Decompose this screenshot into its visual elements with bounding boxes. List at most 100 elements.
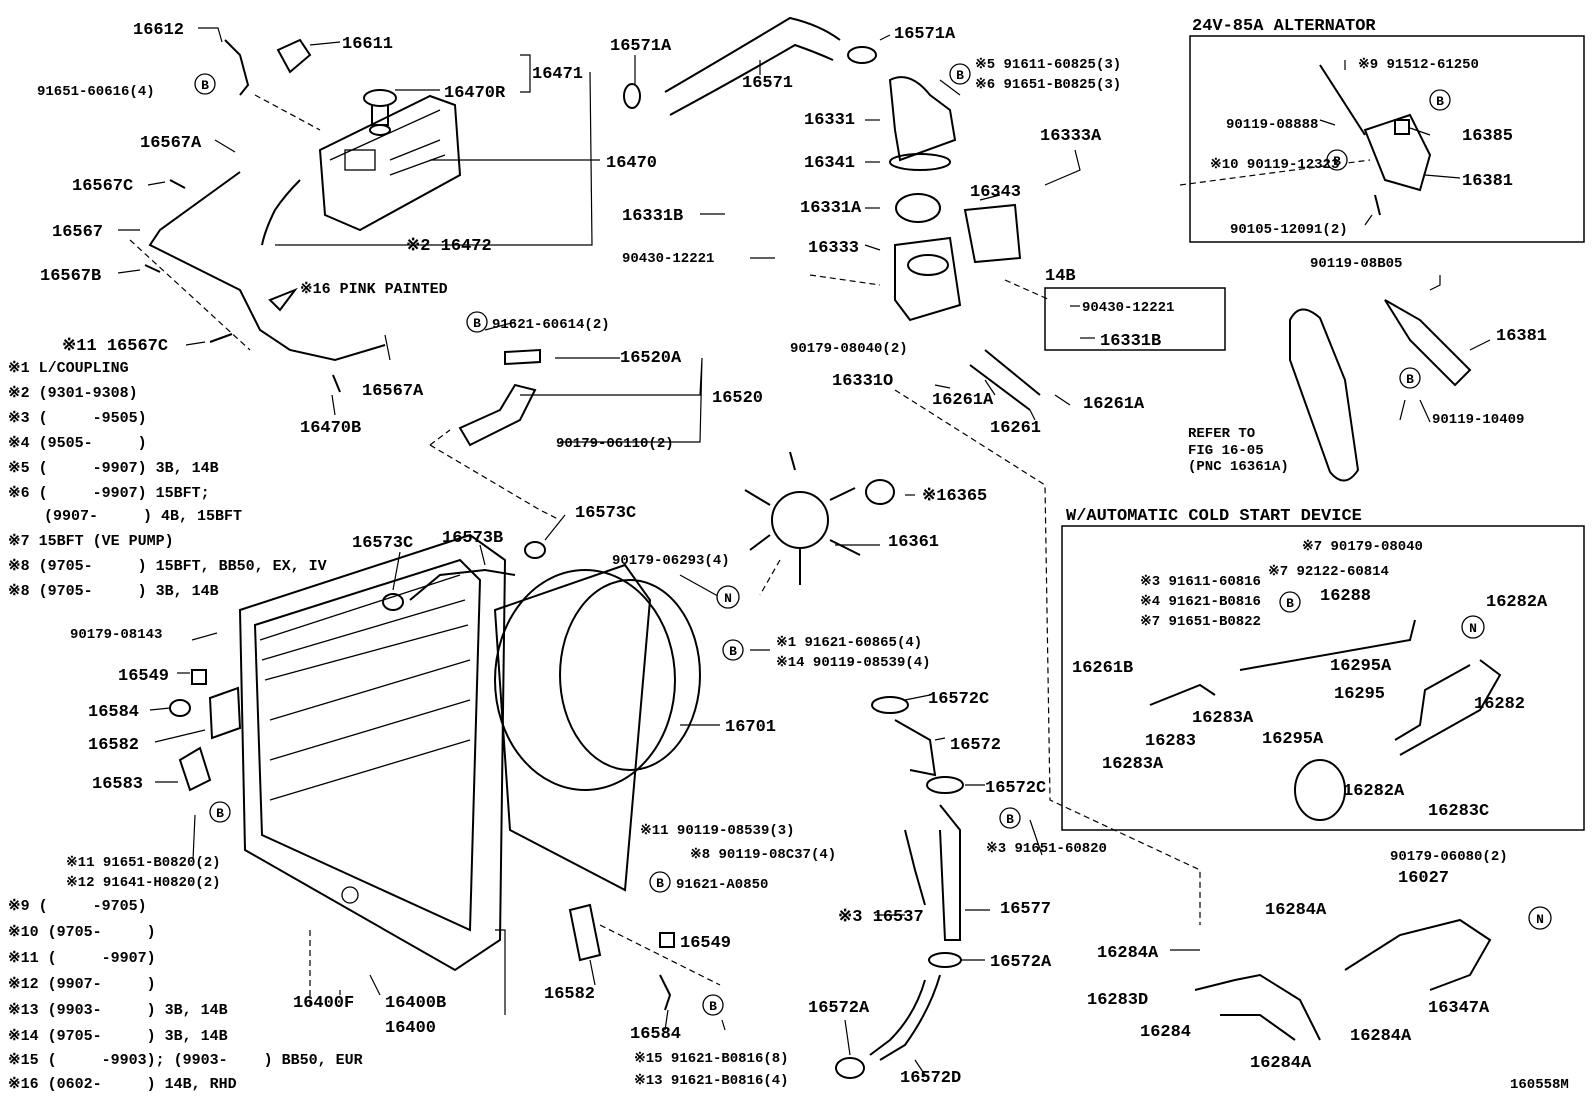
part-label: 16347A	[1428, 999, 1490, 1018]
hose-16283	[1149, 683, 1216, 706]
guide-line-11	[1179, 159, 1371, 186]
bolt-90105	[1374, 194, 1381, 216]
part-label: 16341	[804, 154, 855, 173]
pipe-16577	[939, 804, 961, 941]
svg-text:B: B	[1436, 94, 1444, 109]
part-label: 16573C	[575, 504, 636, 523]
bracket-16612	[224, 39, 250, 96]
part-label: 16284A	[1350, 1027, 1412, 1046]
note-line: ※6 ( -9907) 15BFT;	[8, 485, 210, 502]
svg-text:B: B	[201, 78, 209, 93]
part-label: 16284A	[1265, 901, 1327, 920]
part-label: ※2 16472	[406, 237, 492, 256]
part-label: 16567	[52, 223, 103, 242]
clip-16567c-bottom	[209, 333, 233, 343]
part-label: 16333	[808, 239, 859, 258]
drain-16549	[191, 669, 207, 685]
bolt-91512	[1319, 64, 1366, 136]
clamp-16572c-top	[871, 696, 909, 714]
part-label: 16261B	[1072, 659, 1133, 678]
svg-text:N: N	[724, 591, 732, 606]
part-label: 16283D	[1087, 991, 1148, 1010]
badge-b-5: B	[466, 311, 488, 333]
part-label: ※7 90179-08040	[1302, 539, 1423, 555]
note-line: ※15 ( -9903); (9903- ) BB50, EUR	[8, 1052, 363, 1069]
part-label: 16567A	[140, 134, 202, 153]
part-label: REFER TO	[1188, 426, 1255, 442]
part-label: 16520A	[620, 349, 682, 368]
part-label: ※12 91641-H0820(2)	[66, 875, 221, 891]
part-label: 16567A	[362, 382, 424, 401]
bracket-16381	[1384, 299, 1472, 387]
part-label: 16282A	[1486, 593, 1548, 612]
cushion-16584	[169, 699, 191, 717]
part-label: 16400	[385, 1019, 436, 1038]
part-label: 16567C	[72, 177, 133, 196]
part-label: ※11 91651-B0820(2)	[66, 855, 221, 871]
part-label: ※7 91651-B0822	[1140, 614, 1261, 630]
part-label: 90105-12091(2)	[1230, 222, 1348, 238]
part-label: (PNC 16361A)	[1188, 459, 1289, 475]
part-label: ※16 PINK PAINTED	[300, 281, 448, 298]
svg-text:N: N	[1536, 912, 1544, 927]
part-label: ※1 91621-60865(4)	[776, 635, 922, 651]
svg-text:B: B	[1286, 596, 1294, 611]
part-label: 91621-60614(2)	[492, 317, 610, 333]
hose-16284	[1194, 973, 1321, 1041]
part-label: 16283	[1145, 732, 1196, 751]
fan-shroud	[493, 563, 701, 892]
part-label: 90179-08143	[70, 627, 162, 643]
clip-16567c-top	[169, 179, 186, 189]
actuator-16283c	[1294, 759, 1346, 821]
part-label: ※5 91611-60825(3)	[975, 57, 1121, 73]
guide-line-2	[429, 429, 451, 446]
part-label: 16282	[1474, 695, 1525, 714]
tank-hose	[261, 179, 301, 246]
note-line: ※12 (9907- )	[8, 976, 156, 993]
svg-text:B: B	[729, 644, 737, 659]
part-label: 91621-A0850	[676, 877, 768, 893]
clamp-16573c-left	[382, 593, 404, 611]
part-label: 90119-08888	[1226, 117, 1318, 133]
part-label: ※3 16537	[838, 908, 924, 927]
part-label: 16381	[1496, 327, 1547, 346]
clamp-16571a-left	[623, 83, 641, 109]
water-inlet	[458, 383, 537, 447]
alternator-box-title: 24V-85A ALTERNATOR	[1192, 17, 1376, 36]
part-label: 16381	[1462, 172, 1513, 191]
part-label: 90179-06080(2)	[1390, 849, 1508, 865]
guide-line-5	[894, 389, 1201, 925]
gasket-16520a	[504, 348, 541, 366]
clip-16567b	[144, 264, 161, 273]
note-line: (9907- ) 4B, 15BFT	[8, 508, 242, 525]
part-label: 16343	[970, 183, 1021, 202]
part-label: ※16365	[922, 487, 987, 506]
part-label: 90430-12221	[1082, 300, 1174, 316]
fan	[744, 451, 861, 585]
clamp-16572a-left	[835, 1057, 865, 1079]
part-label: 90179-08040(2)	[790, 341, 908, 357]
clamp-16572c-mid	[926, 776, 964, 794]
bracket-16537	[904, 829, 926, 906]
badge-b-3: B	[1429, 89, 1451, 111]
part-label: ※6 91651-B0825(3)	[975, 77, 1121, 93]
part-label: 16584	[630, 1025, 681, 1044]
clip-16470b	[332, 374, 341, 393]
bracket-16582	[208, 686, 242, 740]
svg-text:B: B	[956, 68, 964, 83]
badge-b-10: B	[999, 807, 1021, 829]
note-line: ※9 ( -9705)	[8, 898, 147, 915]
part-label: 16284	[1140, 1023, 1191, 1042]
part-label: 16400B	[385, 994, 446, 1013]
badge-b-2: B	[949, 63, 971, 85]
notes-bottom: ※9 ( -9705) ※10 (9705- ) ※11 ( -9907) ※1…	[8, 898, 363, 1093]
part-label: 16283C	[1428, 802, 1489, 821]
alternator-box	[1189, 35, 1585, 243]
part-label: 16577	[1000, 900, 1051, 919]
part-label: 16549	[680, 934, 731, 953]
part-label: ※3 91651-60820	[986, 841, 1107, 857]
bracket-16583	[178, 746, 212, 792]
svg-text:N: N	[1469, 621, 1477, 636]
hose-16282	[1399, 659, 1502, 756]
part-label: 16701	[725, 718, 776, 737]
